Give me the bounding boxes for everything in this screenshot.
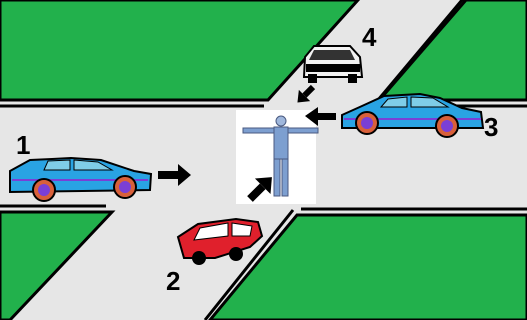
officer-arm-right <box>283 127 319 134</box>
grass-bottom-right <box>208 213 527 320</box>
car-4 <box>302 45 364 83</box>
car-4-wheel-left <box>308 74 317 83</box>
officer-leg-left <box>273 158 281 197</box>
arrow-car-4 <box>297 84 316 103</box>
car-2-wheel-front <box>229 247 243 261</box>
car-3 <box>341 92 485 138</box>
car-1 <box>9 156 153 202</box>
label-car-3: 3 <box>484 112 498 142</box>
officer-head <box>275 115 287 127</box>
label-car-2: 2 <box>166 266 180 296</box>
car-4-wheel-right <box>348 74 357 83</box>
arrow-car-2 <box>247 177 272 202</box>
traffic-officer <box>236 110 319 204</box>
grass-bottom-left <box>0 210 116 320</box>
officer-torso <box>273 126 289 160</box>
grass-top-right <box>374 0 527 102</box>
car-2-wheel-rear <box>192 251 206 265</box>
officer-leg-right <box>281 158 289 197</box>
arrow-car-3 <box>305 107 336 126</box>
label-car-4: 4 <box>362 22 377 52</box>
label-car-1: 1 <box>16 130 30 160</box>
grass-top-left <box>0 0 361 102</box>
car-2 <box>176 217 264 265</box>
arrow-car-1 <box>158 164 191 186</box>
officer-arm-left <box>242 127 278 134</box>
